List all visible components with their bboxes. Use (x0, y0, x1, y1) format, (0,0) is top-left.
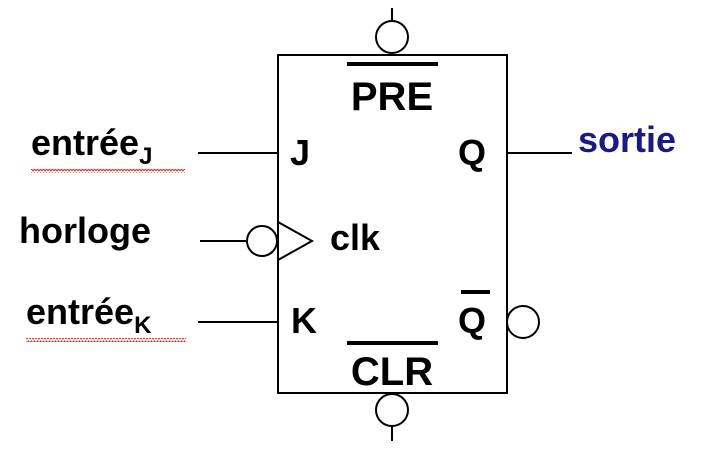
clock-inversion-bubble (246, 225, 278, 257)
pin-label-k: K (291, 300, 317, 341)
spellcheck-underline-j (31, 169, 185, 173)
pin-label-q-bar: Q (458, 300, 486, 341)
signal-label-output: sortie (578, 119, 676, 160)
signal-label-input-k: entréeK (26, 291, 152, 339)
input-k-subscript: K (134, 312, 152, 339)
spellcheck-underline-k (26, 338, 186, 342)
flip-flop-body (277, 54, 508, 394)
pin-label-q: Q (458, 132, 486, 173)
input-j-subscript: J (139, 143, 152, 170)
signal-label-clock: horloge (19, 210, 151, 251)
pin-label-j: J (290, 132, 310, 173)
pin-label-clr: CLR (351, 350, 433, 394)
pin-label-clk: clk (330, 217, 381, 258)
signal-label-input-j: entréeJ (31, 122, 152, 170)
q-bar-inversion-bubble (506, 305, 540, 339)
input-j-base: entrée (31, 122, 139, 163)
input-k-base: entrée (26, 291, 134, 332)
clr-inversion-bubble (375, 393, 409, 427)
pin-label-pre: PRE (351, 75, 433, 119)
clock-edge-triangle (277, 221, 315, 261)
pre-inversion-bubble (375, 20, 409, 54)
